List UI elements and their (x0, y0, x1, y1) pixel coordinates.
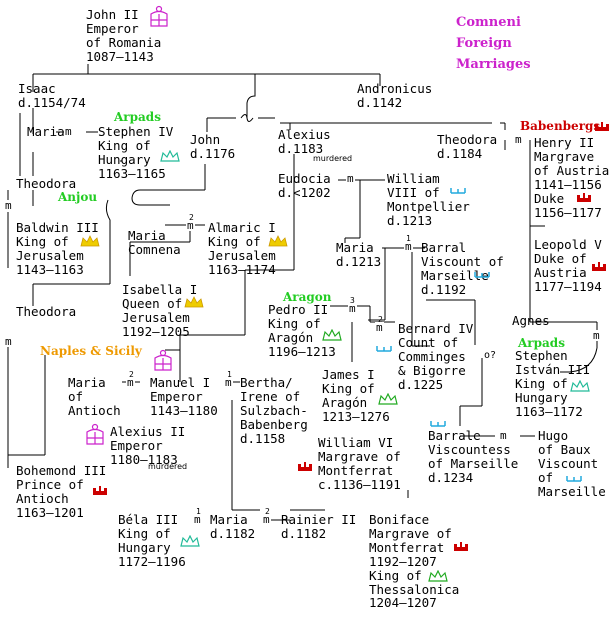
person-leopold-v: Leopold V Duke of Austria 1177–1194 (534, 237, 602, 294)
person-baldwin-iii: Baldwin III King of Jerusalem 1143–1163 (16, 220, 99, 277)
person-isabella-i: Isabella I Queen of Jerusalem 1192–1205 (122, 282, 198, 339)
babenberg-crown-icon (595, 122, 609, 131)
person-theodora-andronicus: Theodora d.1184 (437, 132, 498, 161)
hungary-crown-icon (570, 380, 590, 392)
person-bohemond-iii: Bohemond III Prince of Antioch 1163–1201 (16, 463, 107, 520)
byzantine-crown-icon (150, 5, 168, 27)
marseille-coronet-icon (566, 476, 582, 482)
montferrat-crown-icon (298, 462, 312, 471)
marriage-marker: m (348, 302, 357, 315)
person-maria-stephen: Maria (27, 124, 65, 139)
marriage-marker: m (193, 513, 202, 526)
title-line-3: Marriages (456, 57, 531, 72)
note-murdered-alexius-ii: murdered (148, 462, 188, 471)
person-james-i: James I King of Aragón 1213–1276 (322, 367, 390, 424)
person-henry-ii: Henry II Margrave of Austria 1141–1156 D… (534, 135, 610, 220)
montpellier-coronet-icon (450, 188, 466, 194)
note-question: o? (484, 350, 497, 361)
babenberg-crown-icon (592, 262, 606, 271)
house-aragon: Aragon (283, 290, 332, 304)
marriage-marker: m (346, 172, 355, 185)
note-murdered-alexius: murdered (313, 154, 353, 163)
title-line-1: Comneni (456, 15, 521, 30)
house-naples-sicily: Naples & Sicily (40, 344, 142, 358)
marriage-marker: m (64, 125, 73, 138)
title-line-2: Foreign (456, 36, 512, 51)
person-pedro-ii: Pedro II King of Aragón 1196–1213 (268, 302, 336, 359)
person-alexius: Alexius d.1183 (278, 127, 331, 156)
person-isaac: Isaac d.1154/74 (18, 81, 86, 110)
marriage-order-number: 2 (189, 213, 194, 222)
marriage-order-number: 2 (265, 507, 270, 516)
antioch-crown-icon (93, 486, 107, 495)
person-bertha: Bertha/ Irene of Sulzbach- Babenberg d.1… (240, 375, 308, 446)
person-andronicus: Andronicus d.1142 (357, 81, 433, 110)
person-boniface: Boniface Margrave of Montferrat 1192–120… (369, 512, 460, 611)
person-william-viii: William VIII of Montpellier d.1213 (387, 171, 470, 228)
person-rainier-ii: Rainier II d.1182 (281, 512, 357, 541)
thessalonica-crown-icon (428, 570, 448, 582)
person-bela-iii: Béla III King of Hungary 1172–1196 (118, 512, 186, 569)
person-maria-1213: Maria d.1213 (336, 240, 382, 269)
person-william-vi: William VI Margrave of Montferrat c.1136… (318, 435, 401, 492)
house-arpads-1: Arpads (114, 110, 161, 124)
person-alexius-ii: Alexius II Emperor 1180–1183 (110, 424, 186, 467)
person-stephen-istvan: Stephen István III King of Hungary 1163–… (515, 348, 591, 419)
marriage-order-number: 2 (378, 315, 383, 324)
person-barral: Barral Viscount of Marseille d.1192 (421, 240, 504, 297)
jerusalem-crown-icon (184, 296, 204, 308)
jerusalem-crown-icon (268, 235, 288, 247)
marriage-marker: m (126, 376, 135, 389)
marriage-order-number: 3 (350, 296, 355, 305)
person-agnes: Agnes (512, 313, 550, 328)
montferrat-crown-icon (454, 542, 468, 551)
chart-title: Comneni Foreign Marriages (456, 12, 531, 75)
marriage-order-number: 2 (129, 370, 134, 379)
marriage-order-number: 1 (227, 370, 232, 379)
marriage-marker: m (186, 219, 195, 232)
person-john-ii: John II Emperor of Romania 1087–1143 (86, 7, 162, 64)
marriage-marker: m (499, 429, 508, 442)
marriage-marker: m (4, 335, 13, 348)
hungary-crown-icon (180, 535, 200, 547)
person-barrale: Barrale Viscountess of Marseille d.1234 (428, 428, 519, 485)
marriage-order-number: 1 (406, 234, 411, 243)
house-babenbergs: Babenbergs (520, 119, 601, 133)
marriage-marker: m (592, 329, 601, 342)
byzantine-crown-icon (154, 349, 172, 371)
marseille-coronet-icon (474, 272, 490, 278)
babenberg-crown-icon (577, 193, 591, 202)
person-maria-antioch: Maria of Antioch (68, 375, 121, 418)
person-eudocia: Eudocia d.<1202 (278, 171, 331, 200)
person-maria-1182: Maria d.1182 (210, 512, 256, 541)
house-arpads-2: Arpads (518, 336, 565, 350)
marriage-marker: m (4, 199, 13, 212)
person-theodora-isaac: Theodora (16, 176, 77, 191)
marriage-marker: m (375, 321, 384, 334)
comminges-coronet-icon (376, 346, 392, 352)
person-maria-comnena: Maria Comnena (128, 228, 181, 257)
marriage-order-number: 1 (196, 507, 201, 516)
person-hugo: Hugo of Baux Viscount of Marseille (538, 428, 606, 499)
person-theodora-john: Theodora (16, 304, 77, 319)
person-bernard-iv: Bernard IV Count of Comminges & Bigorre … (398, 321, 474, 392)
marriage-marker: m (514, 133, 523, 146)
marriage-marker: m (404, 240, 413, 253)
hungary-crown-icon (160, 150, 180, 162)
aragon-crown-icon (322, 329, 342, 341)
jerusalem-crown-icon (80, 235, 100, 247)
aragon-crown-icon (378, 393, 398, 405)
person-manuel-i: Manuel I Emperor 1143–1180 (150, 375, 218, 418)
marseille-coronet-icon (430, 421, 446, 427)
house-anjou: Anjou (58, 190, 98, 204)
person-stephen-iv: Stephen IV King of Hungary 1163–1165 (98, 124, 174, 181)
person-john: John d.1176 (190, 132, 236, 161)
marriage-marker: m (262, 513, 271, 526)
byzantine-crown-icon (86, 423, 104, 445)
marriage-marker: m (224, 376, 233, 389)
person-almaric-i: Almaric I King of Jerusalem 1163–1174 (208, 220, 276, 277)
